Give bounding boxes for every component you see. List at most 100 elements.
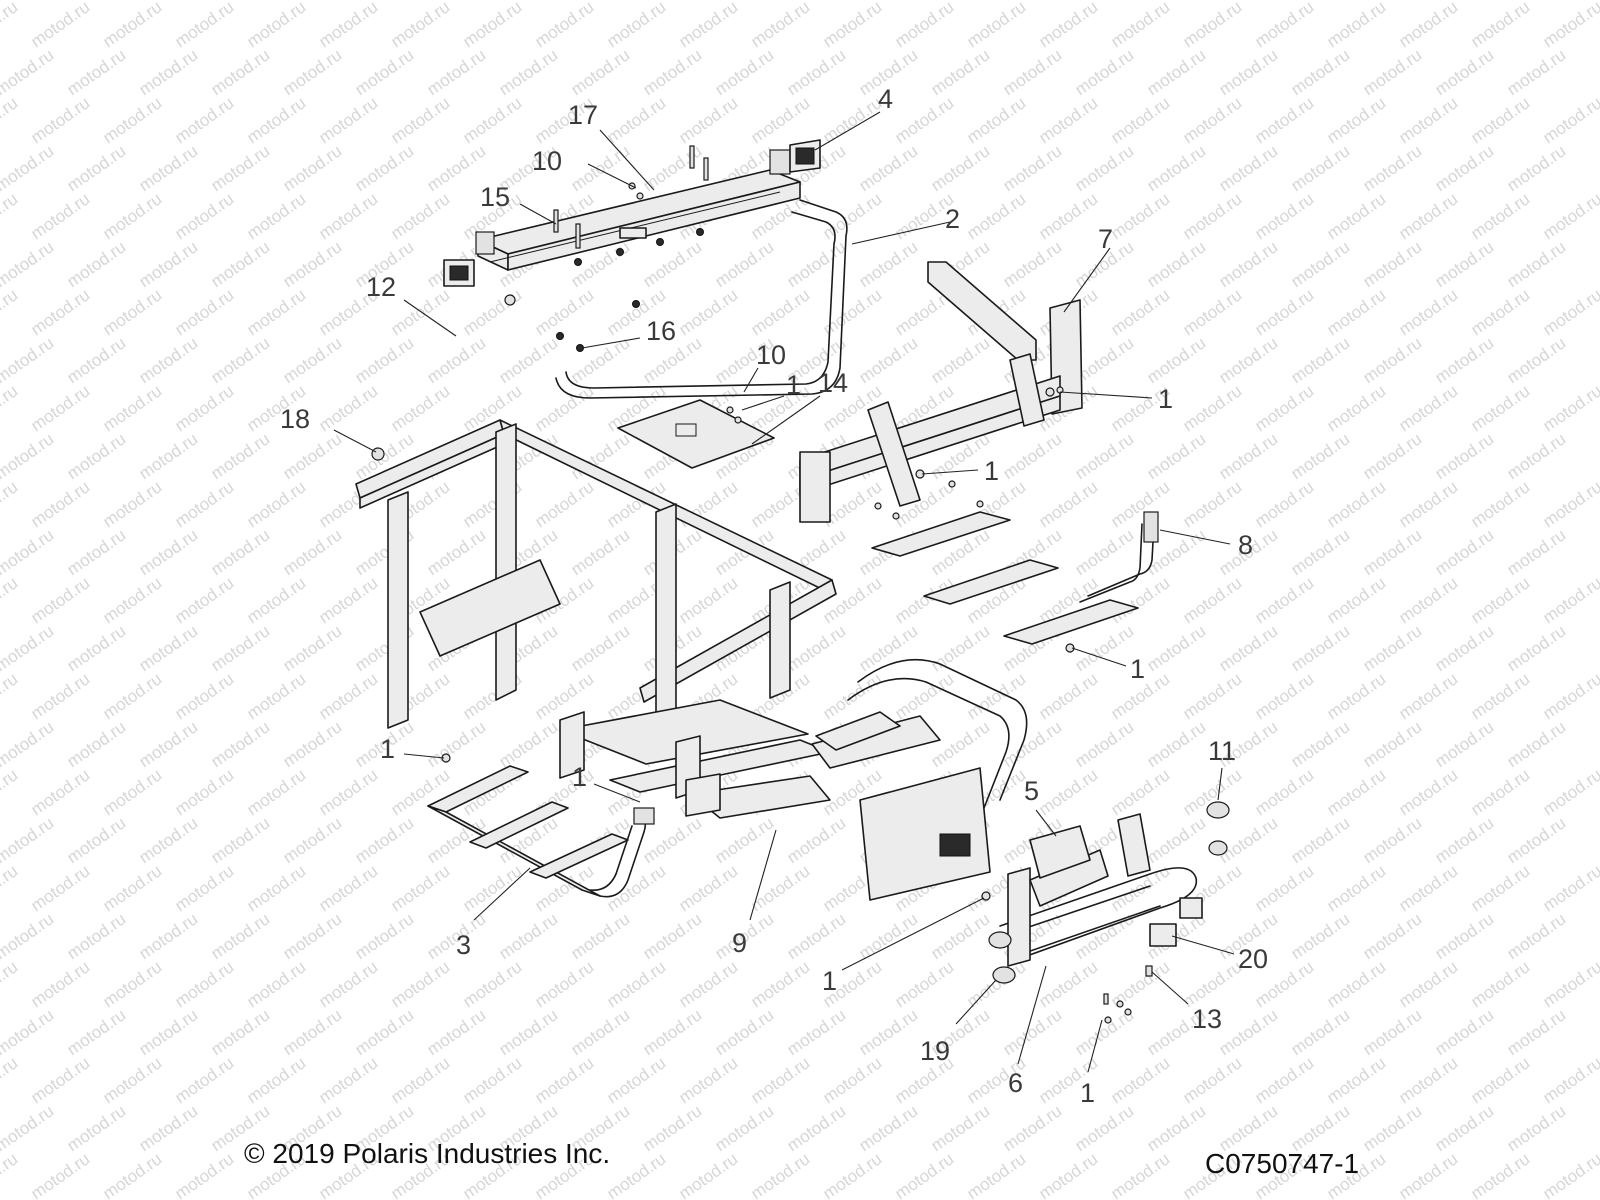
- watermark-text: motod.ru: [927, 333, 993, 387]
- callout-1e: 1: [380, 734, 395, 764]
- watermark-text: motod.ru: [135, 141, 201, 195]
- watermark-text: motod.ru: [135, 525, 201, 579]
- watermark-text: motod.ru: [1035, 669, 1101, 723]
- watermark-text: motod.ru: [1179, 669, 1245, 723]
- watermark-text: motod.ru: [783, 621, 849, 675]
- watermark-text: motod.ru: [531, 957, 597, 1011]
- watermark-text: motod.ru: [603, 93, 669, 147]
- watermark-text: motod.ru: [207, 525, 273, 579]
- watermark-text: motod.ru: [1503, 621, 1569, 675]
- watermark-text: motod.ru: [675, 1149, 741, 1200]
- watermark-text: motod.ru: [243, 0, 309, 51]
- watermark-text: motod.ru: [423, 1005, 489, 1059]
- watermark-text: motod.ru: [747, 861, 813, 915]
- watermark-text: motod.ru: [1251, 0, 1317, 51]
- watermark-text: motod.ru: [819, 1053, 885, 1107]
- watermark-text: motod.ru: [783, 1005, 849, 1059]
- watermark-text: motod.ru: [1359, 525, 1425, 579]
- watermark-text: motod.ru: [711, 45, 777, 99]
- watermark-text: motod.ru: [0, 813, 57, 867]
- callout-17: 17: [568, 100, 598, 130]
- watermark-text: motod.ru: [0, 429, 57, 483]
- watermark-text: motod.ru: [207, 237, 273, 291]
- watermark-text: motod.ru: [27, 477, 93, 531]
- watermark-text: motod.ru: [315, 669, 381, 723]
- watermark-text: motod.ru: [1467, 93, 1533, 147]
- watermark-text: motod.ru: [1107, 477, 1173, 531]
- watermark-text: motod.ru: [171, 669, 237, 723]
- watermark-text: motod.ru: [0, 1101, 57, 1155]
- watermark-text: motod.ru: [1503, 45, 1569, 99]
- watermark-text: motod.ru: [171, 861, 237, 915]
- watermark-text: motod.ru: [243, 189, 309, 243]
- watermark-text: motod.ru: [603, 1053, 669, 1107]
- watermark-text: motod.ru: [1395, 93, 1461, 147]
- watermark-text: motod.ru: [1287, 621, 1353, 675]
- watermark-text: motod.ru: [1323, 477, 1389, 531]
- watermark-text: motod.ru: [1503, 1005, 1569, 1059]
- watermark-text: motod.ru: [27, 957, 93, 1011]
- callout-1c: 1: [984, 456, 999, 486]
- watermark-text: motod.ru: [279, 813, 345, 867]
- watermark-text: motod.ru: [567, 141, 633, 195]
- watermark-text: motod.ru: [27, 669, 93, 723]
- watermark-text: motod.ru: [0, 0, 21, 51]
- part-2-upper-frame: [371, 139, 848, 461]
- watermark-text: motod.ru: [1035, 93, 1101, 147]
- watermark-text: motod.ru: [243, 93, 309, 147]
- part-8-rear-support: [871, 511, 1159, 645]
- part-20-bracket: [1149, 897, 1203, 947]
- watermark-text: motod.ru: [279, 909, 345, 963]
- watermark-text: motod.ru: [1143, 1101, 1209, 1155]
- watermark-text: motod.ru: [1467, 765, 1533, 819]
- watermark-text: motod.ru: [1107, 93, 1173, 147]
- watermark-text: motod.ru: [1503, 909, 1569, 963]
- watermark-text: motod.ru: [1431, 333, 1497, 387]
- watermark-text: motod.ru: [927, 141, 993, 195]
- watermark-text: motod.ru: [927, 45, 993, 99]
- watermark-text: motod.ru: [675, 285, 741, 339]
- watermark-text: motod.ru: [819, 0, 885, 51]
- watermark-text: motod.ru: [135, 1005, 201, 1059]
- watermark-text: motod.ru: [1539, 861, 1600, 915]
- watermark-text: motod.ru: [99, 765, 165, 819]
- watermark-text: motod.ru: [99, 1053, 165, 1107]
- watermark-text: motod.ru: [243, 477, 309, 531]
- watermark-text: motod.ru: [927, 909, 993, 963]
- watermark-text: motod.ru: [1503, 141, 1569, 195]
- watermark-text: motod.ru: [783, 45, 849, 99]
- watermark-text: motod.ru: [1359, 909, 1425, 963]
- watermark-text: motod.ru: [27, 285, 93, 339]
- watermark-text: motod.ru: [351, 1005, 417, 1059]
- watermark-text: motod.ru: [1395, 0, 1461, 51]
- watermark-text: motod.ru: [567, 45, 633, 99]
- callout-6: 6: [1008, 1068, 1023, 1098]
- watermark-text: motod.ru: [1539, 477, 1600, 531]
- watermark-text: motod.ru: [27, 765, 93, 819]
- watermark-text: motod.ru: [1035, 765, 1101, 819]
- watermark-text: motod.ru: [279, 1005, 345, 1059]
- watermark-text: motod.ru: [135, 717, 201, 771]
- watermark-text: motod.ru: [315, 957, 381, 1011]
- watermark-text: motod.ru: [1215, 1005, 1281, 1059]
- watermark-text: motod.ru: [387, 189, 453, 243]
- watermark-text: motod.ru: [1539, 1053, 1600, 1107]
- watermark-text: motod.ru: [351, 909, 417, 963]
- watermark-text: motod.ru: [891, 0, 957, 51]
- watermark-text: motod.ru: [1467, 861, 1533, 915]
- watermark-text: motod.ru: [1395, 669, 1461, 723]
- watermark-text: motod.ru: [639, 1005, 705, 1059]
- watermark-text: motod.ru: [1323, 957, 1389, 1011]
- watermark-text: motod.ru: [0, 381, 21, 435]
- watermark-text: motod.ru: [171, 1149, 237, 1200]
- callout-4: 4: [878, 84, 893, 114]
- watermark-text: motod.ru: [999, 141, 1065, 195]
- watermark-text: motod.ru: [531, 0, 597, 51]
- watermark-text: motod.ru: [855, 141, 921, 195]
- watermark-text: motod.ru: [711, 237, 777, 291]
- callout-7: 7: [1098, 224, 1113, 254]
- watermark-text: motod.ru: [0, 861, 21, 915]
- watermark-text: motod.ru: [1143, 429, 1209, 483]
- watermark-text: motod.ru: [1107, 573, 1173, 627]
- watermark-text: motod.ru: [459, 93, 525, 147]
